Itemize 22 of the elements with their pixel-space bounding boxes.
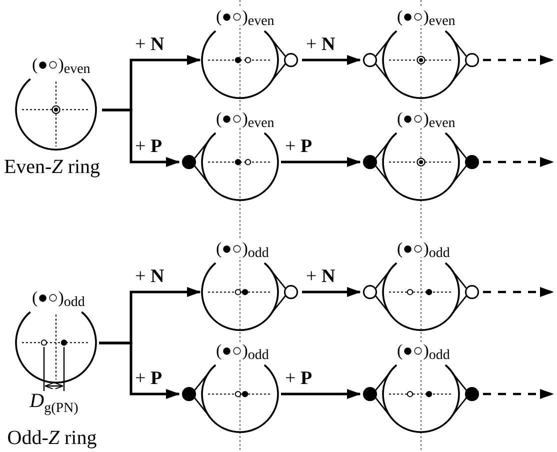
ring-label: (●○)$_{even}$ xyxy=(396,110,456,127)
arrow xyxy=(302,55,361,65)
ring-label: (●○)$_{even}$ xyxy=(31,56,92,73)
ring-label: (●○)$_{even}$ xyxy=(396,8,456,25)
ring-label: (●○)$_{odd}$ xyxy=(215,240,270,257)
dashed-arrow xyxy=(483,157,554,167)
arrow xyxy=(302,287,361,297)
arrow xyxy=(281,157,361,167)
dashed-arrow xyxy=(483,389,554,399)
dashed-arrow xyxy=(483,55,554,65)
ring-label: (●○)$_{odd}$ xyxy=(215,342,270,359)
ring-caption: Odd-Z ring xyxy=(7,428,97,448)
arrow xyxy=(281,389,361,399)
arrow xyxy=(99,342,180,399)
ring-caption: Even-Z ring xyxy=(4,157,100,177)
ring-label: (●○)$_{odd}$ xyxy=(31,289,86,306)
arrow xyxy=(102,108,180,167)
ring-label: (●○)$_{even}$ xyxy=(215,110,276,127)
ring-label: (●○)$_{even}$ xyxy=(215,8,276,25)
dashed-arrow xyxy=(483,287,554,297)
ring-label: (●○)$_{odd}$ xyxy=(396,342,451,359)
ring-label: (●○)$_{odd}$ xyxy=(396,240,451,257)
